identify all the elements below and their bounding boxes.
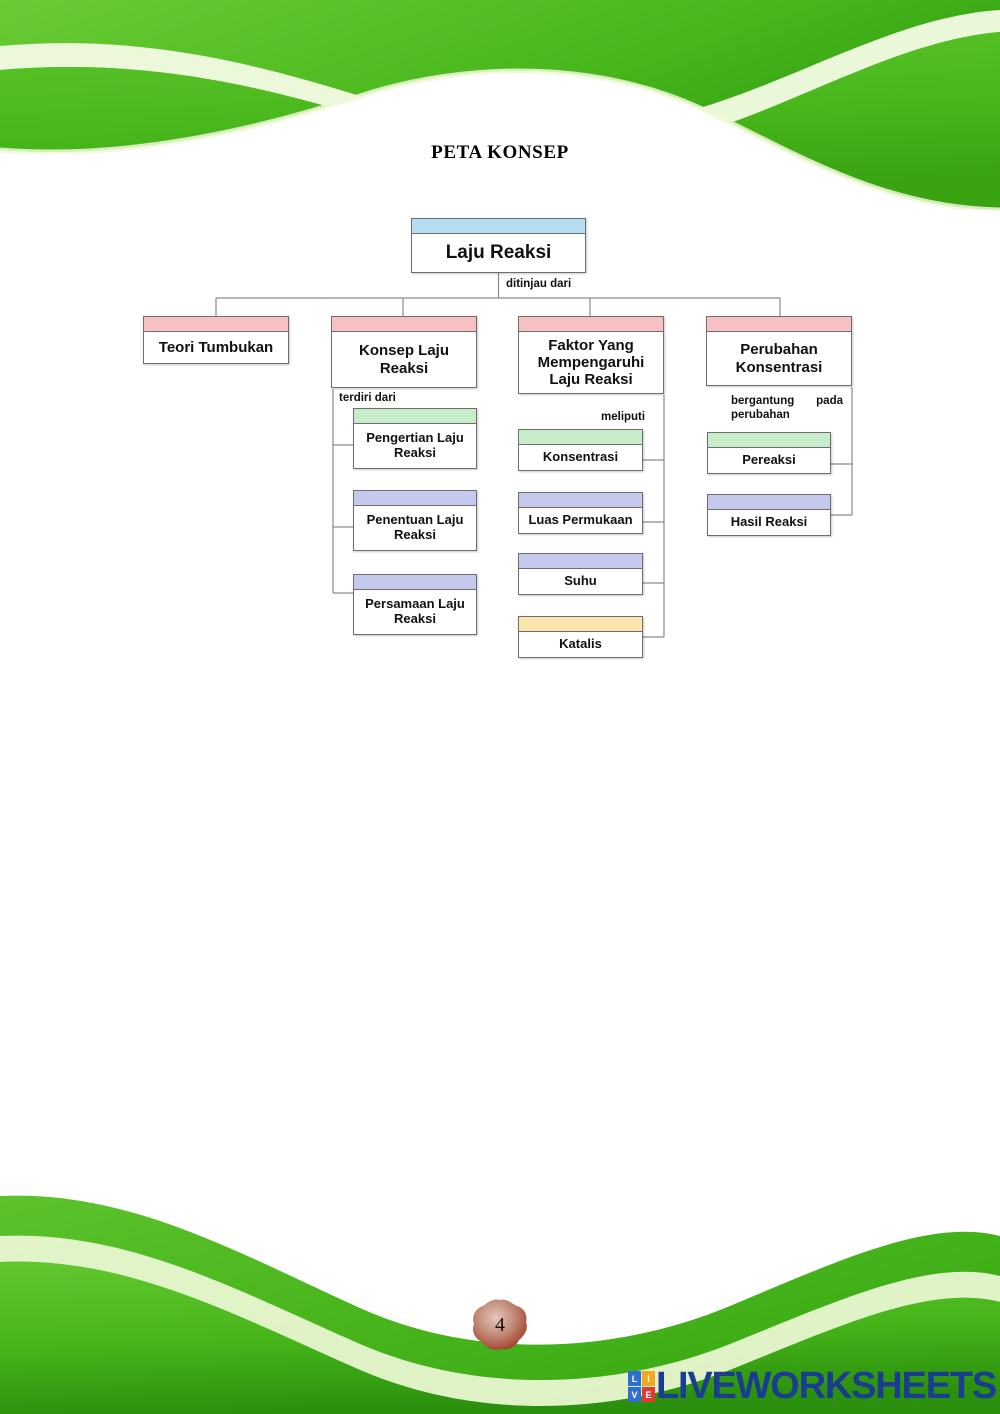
node-label: Konsentrasi bbox=[542, 449, 619, 465]
node-luas-permukaan[interactable]: Luas Permukaan bbox=[518, 492, 643, 534]
node-suhu[interactable]: Suhu bbox=[518, 553, 643, 595]
page-title: PETA KONSEP bbox=[431, 142, 569, 163]
node-label: Luas Permukaan bbox=[528, 512, 633, 528]
node-head bbox=[519, 317, 663, 332]
logo-tile-v: V bbox=[627, 1387, 641, 1402]
node-label: Katalis bbox=[559, 636, 602, 652]
node-label: Teori Tumbukan bbox=[158, 338, 274, 356]
node-katalis[interactable]: Katalis bbox=[518, 616, 643, 658]
liveworksheets-wordmark: LIVEWORKSHEETS bbox=[655, 1365, 997, 1407]
liveworksheets-logo-icon: L I V E bbox=[627, 1371, 655, 1402]
node-konsentrasi[interactable]: Konsentrasi bbox=[518, 429, 643, 471]
node-laju-reaksi[interactable]: Laju Reaksi bbox=[411, 218, 586, 273]
node-label: Konsep Laju Reaksi bbox=[358, 342, 449, 377]
connector-lines bbox=[215, 272, 853, 638]
node-konsep-laju-reaksi[interactable]: Konsep Laju Reaksi bbox=[331, 316, 477, 388]
node-head bbox=[412, 219, 585, 234]
node-label: Laju Reaksi bbox=[445, 242, 552, 264]
node-label: Penentuan Laju Reaksi bbox=[366, 512, 464, 542]
node-head bbox=[708, 495, 830, 510]
concept-map: Laju Reaksi ditinjau dari Teori Tumbukan… bbox=[0, 0, 1000, 700]
edge-label-terdiri-dari: terdiri dari bbox=[339, 392, 396, 404]
node-head bbox=[708, 433, 830, 448]
logo-tile-l: L bbox=[627, 1371, 641, 1386]
node-head bbox=[332, 317, 476, 332]
logo-tile-i: I bbox=[641, 1371, 655, 1386]
node-label: Persamaan Laju Reaksi bbox=[365, 596, 465, 626]
logo-tile-e: E bbox=[641, 1387, 655, 1402]
node-head bbox=[144, 317, 288, 332]
node-head bbox=[519, 617, 642, 632]
node-teori-tumbukan[interactable]: Teori Tumbukan bbox=[143, 316, 289, 364]
node-persamaan-laju-reaksi[interactable]: Persamaan Laju Reaksi bbox=[353, 574, 477, 635]
node-head bbox=[519, 430, 642, 445]
node-label: Faktor Yang Mempengaruhi Laju Reaksi bbox=[537, 336, 645, 389]
node-label: Suhu bbox=[564, 573, 597, 589]
node-label: Perubahan Konsentrasi bbox=[735, 341, 823, 376]
node-pereaksi[interactable]: Pereaksi bbox=[707, 432, 831, 474]
node-head bbox=[519, 554, 642, 569]
edge-label-ditinjau-dari: ditinjau dari bbox=[506, 278, 572, 290]
node-head bbox=[354, 575, 476, 590]
node-hasil-reaksi[interactable]: Hasil Reaksi bbox=[707, 494, 831, 536]
node-head bbox=[354, 409, 476, 424]
node-head bbox=[707, 317, 851, 332]
edge-label-bergantung-pada-perubahan: bergantung pada perubahan bbox=[731, 395, 843, 422]
node-pengertian-laju-reaksi[interactable]: Pengertian Laju Reaksi bbox=[353, 408, 477, 469]
node-head bbox=[519, 493, 642, 508]
page-number-text: 4 bbox=[495, 1313, 505, 1336]
node-head bbox=[354, 491, 476, 506]
liveworksheets-watermark: L I V E LIVEWORKSHEETS bbox=[627, 1365, 997, 1408]
page-number-badge: 4 bbox=[470, 1298, 530, 1352]
node-label: Hasil Reaksi bbox=[730, 514, 808, 530]
node-label: Pengertian Laju Reaksi bbox=[366, 430, 464, 460]
node-perubahan-konsentrasi[interactable]: Perubahan Konsentrasi bbox=[706, 316, 852, 386]
node-faktor-yang-mempengaruhi-laju-reaksi[interactable]: Faktor Yang Mempengaruhi Laju Reaksi bbox=[518, 316, 664, 394]
node-label: Pereaksi bbox=[742, 452, 796, 468]
node-penentuan-laju-reaksi[interactable]: Penentuan Laju Reaksi bbox=[353, 490, 477, 551]
edge-label-meliputi: meliputi bbox=[601, 411, 646, 423]
